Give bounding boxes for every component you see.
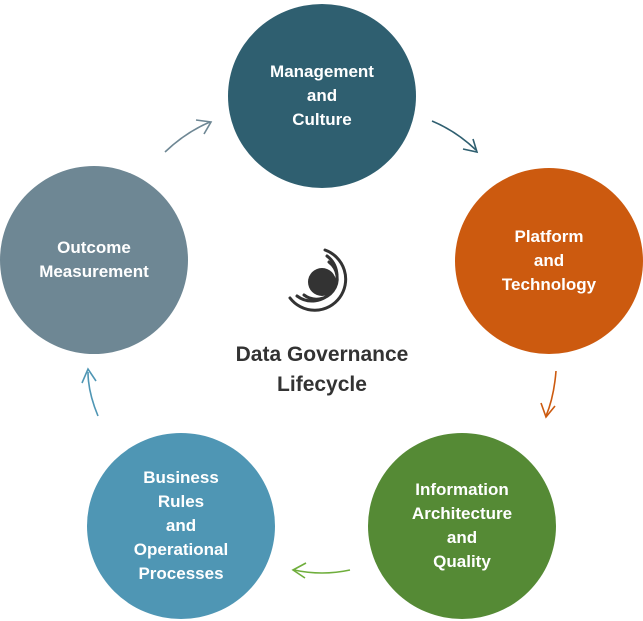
stage-outcome-measurement: Outcome Measurement xyxy=(0,166,188,354)
arrow-outcome-to-management xyxy=(164,119,213,153)
stage-label: Information Architecture and Quality xyxy=(411,480,513,571)
arrow-business-to-outcome xyxy=(81,367,99,417)
arrow-information-to-business xyxy=(291,562,351,579)
stage-label: Business Rules and Operational Processes xyxy=(133,468,229,583)
stage-label: Management and Culture xyxy=(270,62,374,129)
stage-label: Platform and Technology xyxy=(501,227,597,294)
concentric-arcs-logo-icon xyxy=(288,248,348,312)
stage-information-architecture-and-quality: Information Architecture and Quality xyxy=(368,433,556,619)
arrow-management-to-platform xyxy=(431,120,479,154)
stage-label: Outcome Measurement xyxy=(39,238,149,281)
diagram-title: Data Governance Lifecycle xyxy=(235,343,409,396)
arrow-platform-to-information xyxy=(540,370,557,419)
stage-management-and-culture: Management and Culture xyxy=(228,4,416,188)
stage-platform-and-technology: Platform and Technology xyxy=(455,168,643,354)
stage-business-rules-and-operational-processes: Business Rules and Operational Processes xyxy=(87,433,275,619)
